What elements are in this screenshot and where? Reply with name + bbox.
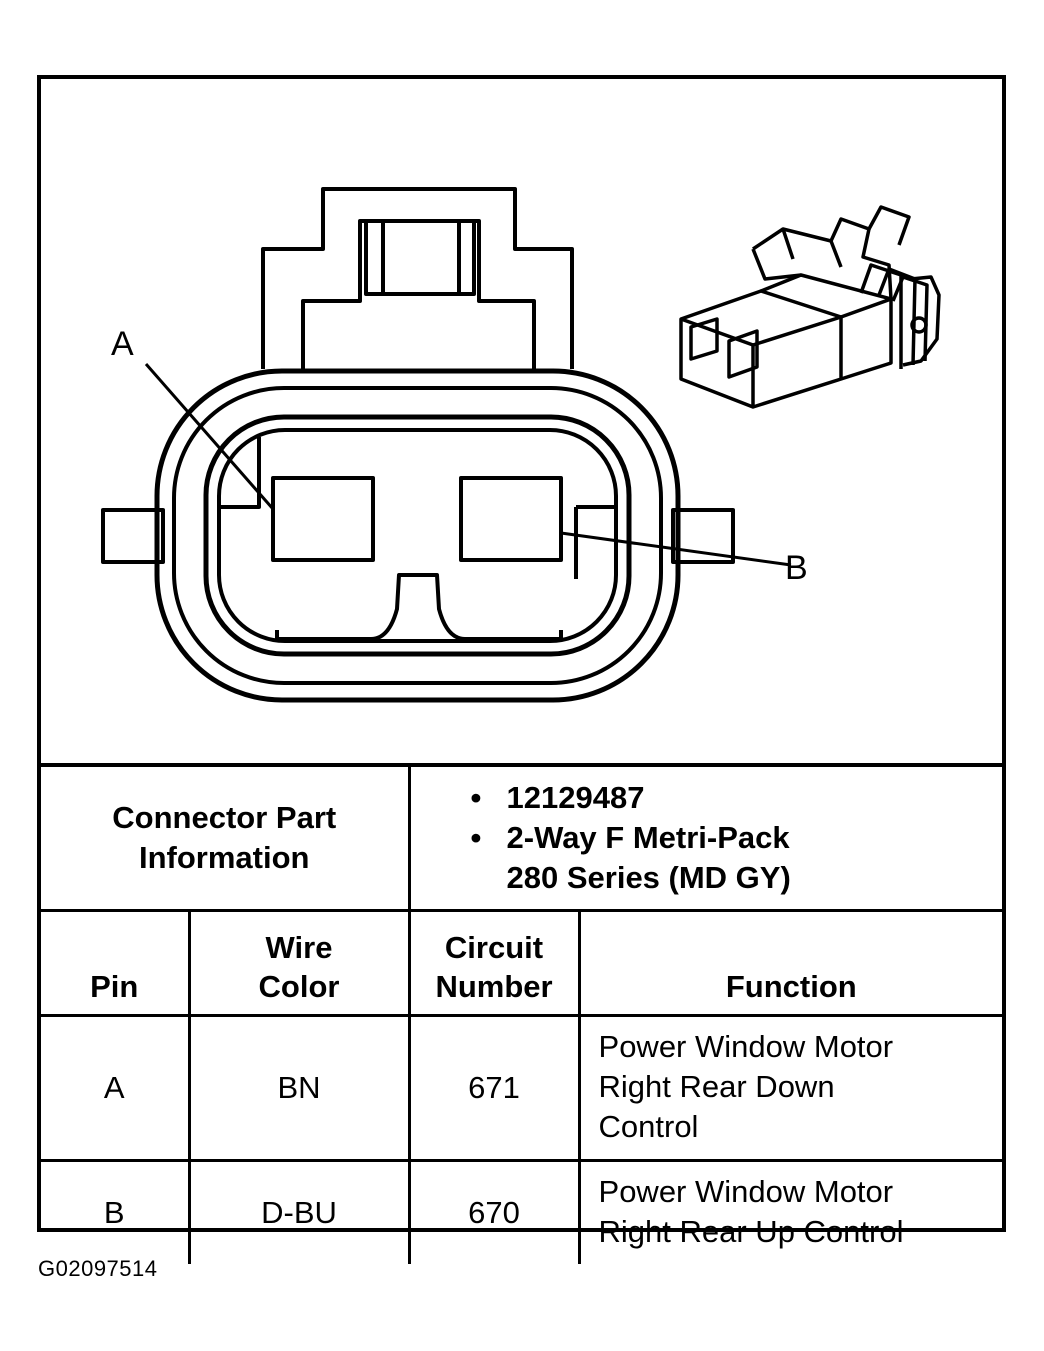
leader-a xyxy=(144,363,275,510)
figure-frame: A B Connector Part Information • 1212948… xyxy=(37,75,1006,1264)
bullet-icon: • xyxy=(470,820,482,855)
cavity-a xyxy=(271,476,375,562)
header-wire-line-1: Wire xyxy=(265,930,333,965)
circuit-cell: 671 xyxy=(407,1014,581,1162)
table-row: B D-BU 670 Power Window Motor Right Rear… xyxy=(41,1159,1003,1264)
connector-isometric-view xyxy=(679,205,941,409)
leader-b xyxy=(560,531,792,567)
function-cell: Power Window Motor Right Rear Up Control xyxy=(577,1159,1003,1264)
part-number-item: • 12129487 xyxy=(471,778,1003,818)
header-function: Function xyxy=(577,909,1003,1017)
function-cell: Power Window Motor Right Rear Down Contr… xyxy=(577,1014,1003,1162)
header-pin: Pin xyxy=(41,909,191,1017)
wire-color-cell: D-BU xyxy=(187,1159,411,1264)
function-line: Right Rear Down xyxy=(598,1069,835,1104)
bullet-icon: • xyxy=(470,780,482,815)
description-item: • 2-Way F Metri-Pack 280 Series (MD GY) xyxy=(471,818,1003,898)
function-line: Control xyxy=(598,1109,699,1144)
header-function-label: Function xyxy=(725,969,857,1004)
header-circuit-line-1: Circuit xyxy=(444,930,544,965)
table-row: A BN 671 Power Window Motor Right Rear D… xyxy=(41,1014,1003,1162)
header-circuit-number: Circuit Number xyxy=(407,909,581,1017)
figure-code: G02097514 xyxy=(38,1256,158,1281)
connector-drawing: A B xyxy=(41,79,1002,763)
function-line: Power Window Motor xyxy=(598,1174,894,1209)
connector-info-table: Connector Part Information • 12129487 • … xyxy=(41,763,1003,1264)
function-line: Power Window Motor xyxy=(598,1029,894,1064)
cavity-b xyxy=(459,476,563,562)
wire-color-cell: BN xyxy=(187,1014,411,1162)
connector-part-label: Connector Part Information xyxy=(41,763,411,912)
description-line-1: 2-Way F Metri-Pack xyxy=(506,820,790,855)
circuit-cell: 670 xyxy=(407,1159,581,1264)
callout-pin-a: A xyxy=(111,325,134,363)
header-pin-label: Pin xyxy=(90,969,139,1004)
description-line-2: 280 Series (MD GY) xyxy=(506,860,791,895)
function-line: Right Rear Up Control xyxy=(598,1214,904,1249)
pin-cell: A xyxy=(41,1014,191,1162)
label-line-1: Connector Part xyxy=(112,800,337,835)
header-circuit-line-2: Number xyxy=(435,969,553,1004)
connector-part-values: • 12129487 • 2-Way F Metri-Pack 280 Seri… xyxy=(407,763,1003,912)
header-wire-color: Wire Color xyxy=(187,909,411,1017)
callout-pin-b: B xyxy=(785,549,808,587)
connector-face-view xyxy=(101,187,735,703)
header-wire-line-2: Color xyxy=(258,969,340,1004)
header-row: Pin Wire Color Circuit Number Function xyxy=(41,909,1003,1017)
pin-cell: B xyxy=(41,1159,191,1264)
connector-part-row: Connector Part Information • 12129487 • … xyxy=(41,763,1003,912)
label-line-2: Information xyxy=(139,840,310,875)
part-number: 12129487 xyxy=(506,780,645,815)
